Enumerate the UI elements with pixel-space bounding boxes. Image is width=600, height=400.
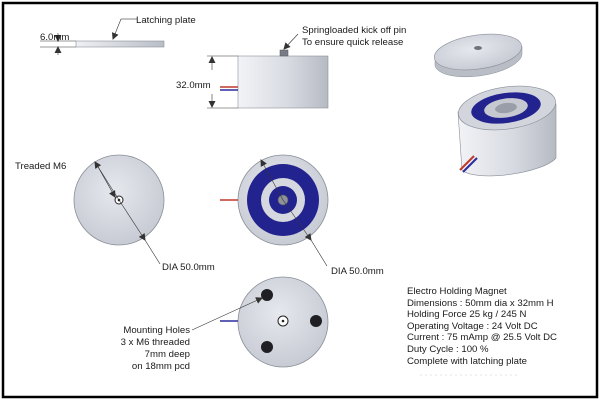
mounting-holes-leader	[191, 297, 263, 331]
latching-plate-label: Latching plate	[136, 15, 196, 26]
mounting-hole-2	[310, 315, 322, 327]
spec-title: Electro Holding Magnet	[407, 286, 507, 297]
iso-magnet-body	[457, 85, 557, 177]
left-diameter-label: DIA 50.0mm	[162, 262, 215, 273]
magnet-face-view	[237, 154, 329, 246]
mounting-holes-line2: 3 x M6 threaded	[121, 337, 190, 348]
spring-pin-leader	[283, 33, 299, 50]
mounting-face-view	[237, 276, 329, 368]
mounting-holes-line3: 7mm deep	[145, 349, 190, 360]
spec-line: Dimensions : 50mm dia x 32mm H	[407, 297, 554, 309]
mounting-hole-3	[261, 341, 273, 353]
body-height-label: 32.0mm	[176, 80, 211, 91]
iso-latching-plate	[434, 33, 523, 78]
plate-thickness-label: 6.0mm	[40, 32, 69, 43]
plate-thickness-dimension	[40, 33, 76, 55]
mounting-holes-line4: on 18mm pcd	[132, 361, 190, 372]
iso-lead-wires	[459, 155, 478, 173]
spec-line: Operating Voltage : 24 Volt DC	[407, 320, 538, 332]
spec-line: Complete with latching plate	[407, 355, 527, 367]
middle-diameter-label: DIA 50.0mm	[331, 266, 384, 277]
spec-line: Holding Force 25 kg / 245 N	[407, 309, 527, 321]
latching-plate-leader	[111, 18, 137, 40]
middle-diameter-dimension	[260, 159, 328, 267]
spec-line: Current : 75 mAmp @ 25.5 Volt DC	[407, 332, 557, 344]
spring-pin-label-line1: Springloaded kick off pin	[302, 25, 406, 36]
mounting-hole-1	[261, 289, 273, 301]
magnet-body-side-view	[237, 49, 329, 109]
latching-plate-side-view	[75, 40, 165, 48]
spec-line: Duty Cycle : 100 %	[407, 343, 489, 355]
spec-block: Electro Holding Magnet Dimensions : 50mm…	[407, 286, 592, 367]
treaded-m6-label: Treaded M6	[15, 161, 66, 172]
side-view-lead-wires	[220, 86, 238, 91]
spring-pin-label-line2: To ensure quick release	[302, 37, 403, 48]
mounting-holes-line1: Mounting Holes	[123, 325, 190, 336]
left-diameter-dimension	[94, 161, 161, 265]
body-height-dimension	[207, 55, 238, 109]
